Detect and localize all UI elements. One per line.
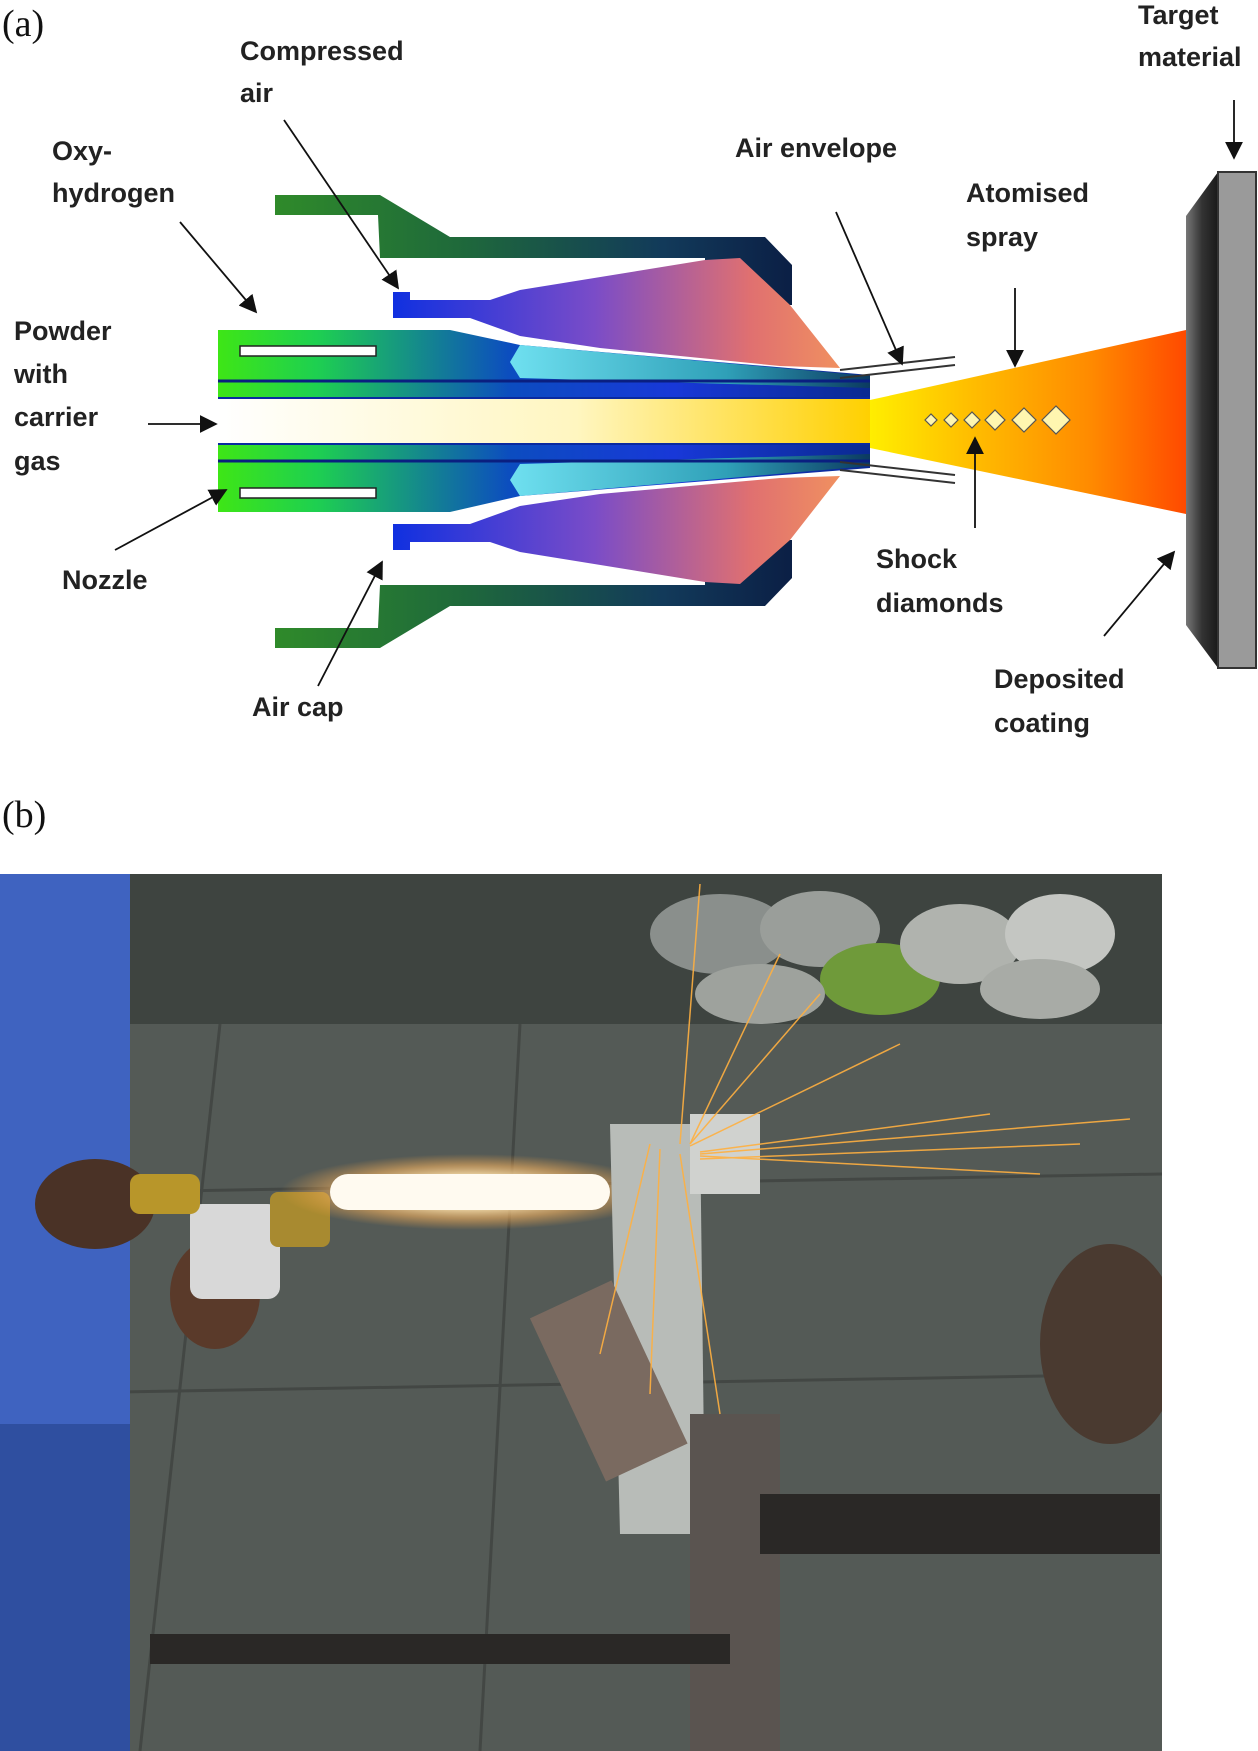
arrow-deposited-coating [1103, 550, 1176, 637]
nozzle-slot-top [239, 345, 377, 357]
label-powder: Powder with carrier gas [13, 316, 119, 476]
arrow-air-envelope [835, 211, 904, 366]
powder-bore [218, 398, 870, 444]
label-shock-diamonds: Shock diamonds [876, 544, 1004, 618]
arrow-air-cap [317, 560, 383, 687]
photo-spray-gun [190, 1204, 280, 1299]
label-air-cap: Air cap [252, 692, 344, 722]
air-cap-outer-bottom [275, 540, 792, 648]
panel-label-a: (a) [2, 3, 45, 45]
air-envelope-top [839, 356, 956, 371]
photo-sparks [599, 883, 1131, 1415]
air-cap-inner-bottom [393, 476, 840, 584]
arrow-oxy-hydrogen [179, 221, 258, 314]
panel-label-b: (b) [2, 794, 47, 836]
label-compressed-air: Compressed air [240, 36, 411, 108]
deposited-coating [1186, 172, 1218, 668]
label-nozzle: Nozzle [62, 565, 148, 595]
label-oxy-hydrogen: Oxy- hydrogen [52, 136, 175, 208]
air-cap-inner-top [393, 258, 840, 368]
hvof-spraying-photo [0, 874, 1162, 1751]
label-deposited-coating: Deposited coating [994, 664, 1132, 738]
nozzle-top-cyan [510, 345, 870, 388]
shock-diamonds [924, 405, 1071, 435]
air-envelope-bottom [839, 469, 956, 484]
label-air-envelope: Air envelope [735, 133, 897, 163]
photo-hand [35, 1159, 155, 1249]
hvof-schematic: Target material Compressed air Oxy- hydr… [13, 0, 1257, 738]
nozzle-slot-bottom [239, 487, 377, 499]
arrow-nozzle [114, 489, 228, 551]
photo-right-object [1040, 1244, 1162, 1444]
label-target-material: Target material [1138, 0, 1242, 72]
label-atomised-spray: Atomised spray [966, 178, 1097, 252]
air-cap-outer-top [275, 195, 792, 305]
nozzle-bottom-cyan [510, 454, 870, 496]
arrow-compressed-air [283, 119, 400, 290]
target-material [1217, 171, 1257, 669]
photo-sacks [650, 891, 1115, 1024]
